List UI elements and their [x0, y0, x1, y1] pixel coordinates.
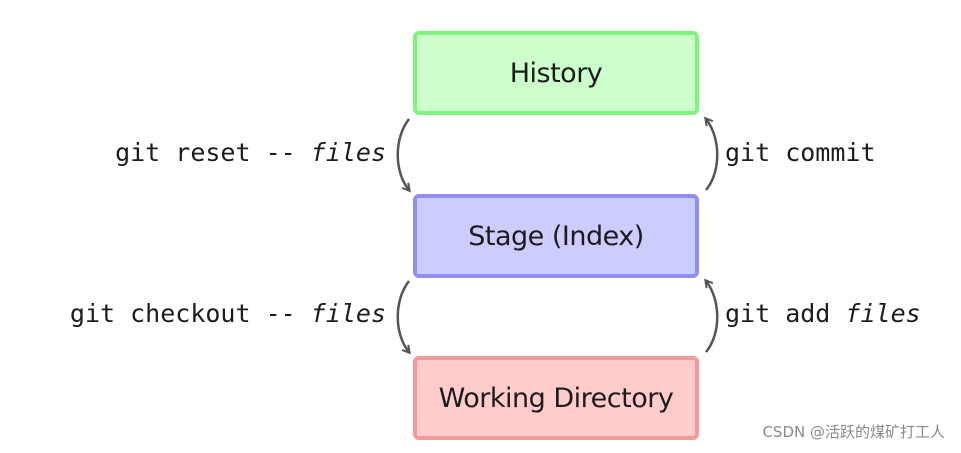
- history-label: History: [509, 57, 603, 89]
- stage-label: Stage (Index): [468, 220, 644, 252]
- git-checkout-command: git checkout -- files: [70, 299, 386, 329]
- add-cmd-arg: files: [845, 299, 921, 328]
- add-arrow: [706, 281, 719, 353]
- git-add-command: git add files: [725, 299, 921, 329]
- watermark: CSDN @活跃的煤矿打工人: [762, 423, 945, 441]
- reset-cmd-text: git reset --: [115, 138, 311, 167]
- stage-box: Stage (Index): [413, 194, 699, 278]
- reset-cmd-arg: files: [310, 138, 386, 167]
- checkout-cmd-arg: files: [310, 299, 386, 328]
- checkout-cmd-text: git checkout --: [69, 299, 311, 328]
- working-directory-label: Working Directory: [438, 382, 674, 414]
- working-directory-box: Working Directory: [413, 356, 699, 440]
- commit-cmd-text: git commit: [725, 138, 876, 167]
- checkout-arrow: [396, 280, 409, 352]
- add-cmd-text: git add: [725, 299, 846, 328]
- commit-arrow: [706, 119, 719, 191]
- reset-arrow: [396, 118, 409, 190]
- git-reset-command: git reset -- files: [115, 138, 386, 168]
- git-commit-command: git commit: [725, 138, 876, 168]
- history-box: History: [413, 31, 699, 115]
